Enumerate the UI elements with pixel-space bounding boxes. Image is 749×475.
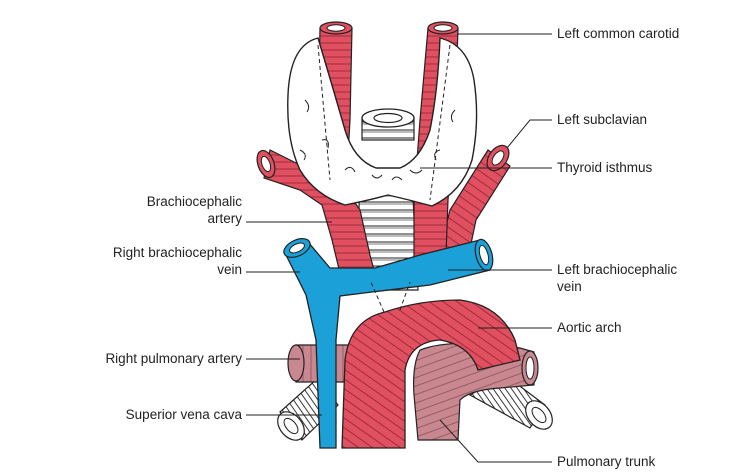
label-left-common-carotid: Left common carotid — [557, 26, 680, 41]
label-left-brachiocephalic-vein: Left brachiocephalic vein — [557, 262, 678, 294]
superior-vena-cava — [283, 238, 494, 449]
leader-left-subclavian — [506, 119, 552, 149]
leader-pulmonary-trunk — [439, 419, 552, 463]
label-aortic-arch: Aortic arch — [557, 320, 622, 335]
label-right-brachiocephalic-vein: Right brachiocephalic vein — [112, 245, 242, 277]
aortic-arch — [341, 279, 521, 449]
leader-lines — [246, 33, 552, 463]
label-brachiocephalic-artery: Brachiocephalic artery — [146, 194, 242, 226]
label-thyroid-isthmus: Thyroid isthmus — [557, 160, 653, 175]
label-right-pulmonary-artery: Right pulmonary artery — [105, 351, 242, 366]
label-left-subclavian: Left subclavian — [557, 112, 648, 127]
label-superior-vena-cava: Superior vena cava — [125, 407, 242, 422]
left-subclavian-artery — [439, 144, 511, 259]
label-pulmonary-trunk: Pulmonary trunk — [557, 454, 656, 469]
thyroid-gland — [287, 37, 478, 207]
